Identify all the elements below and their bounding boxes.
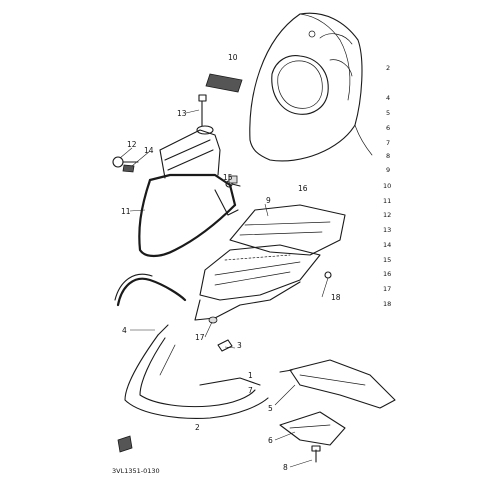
under-cover [194, 204, 346, 321]
callout-11: 11 [121, 207, 131, 216]
callout-9: 9 [266, 196, 271, 205]
callout-15: 15 [223, 173, 233, 182]
callouts: 10 13 12 14 15 16 11 9 18 4 17 3 1 7 5 2… [112, 53, 341, 475]
cap [228, 175, 238, 184]
callout-16: 16 [298, 184, 308, 193]
page-mark: 13 [383, 226, 391, 234]
page-mark: 6 [386, 124, 390, 132]
diagram-code: 3VL1351-0130 [112, 467, 160, 475]
callout-2: 2 [195, 423, 200, 432]
callout-5: 5 [268, 404, 273, 413]
callout-1: 1 [248, 371, 253, 380]
page-mark: 15 [383, 256, 391, 264]
bottom-cover [124, 324, 269, 419]
page-mark: 18 [383, 300, 391, 308]
page-mark: 8 [386, 152, 390, 160]
side-rail [114, 273, 187, 307]
page-mark: 14 [383, 241, 391, 249]
bolt [198, 94, 207, 127]
callout-3: 3 [237, 341, 242, 350]
page-mark: 4 [386, 94, 390, 102]
page-mark: 12 [383, 211, 391, 219]
callout-13: 13 [177, 109, 187, 118]
page-mark: 10 [383, 182, 391, 190]
callout-12: 12 [127, 140, 137, 149]
leader-lines [119, 109, 329, 468]
callout-14: 14 [144, 146, 154, 155]
collar [112, 156, 139, 173]
page-mark: 9 [386, 166, 390, 174]
callout-7: 7 [248, 386, 253, 395]
callout-6: 6 [268, 436, 273, 445]
emblem [205, 73, 243, 93]
fastener [208, 316, 218, 324]
page-mark: 16 [383, 270, 391, 278]
page-mark: 2 [386, 64, 390, 72]
callout-4: 4 [122, 326, 127, 335]
callout-10: 10 [228, 53, 238, 62]
clip [217, 339, 233, 352]
carrier-rack [138, 125, 239, 258]
page-mark: 7 [386, 139, 390, 147]
front-cover [249, 12, 373, 162]
page-edge-marks: 2 4 5 6 7 8 9 10 11 12 13 14 15 16 17 18 [383, 64, 391, 308]
callout-18: 18 [331, 293, 341, 302]
label-sticker [117, 435, 133, 453]
page-mark: 17 [383, 285, 391, 293]
callout-17: 17 [195, 333, 205, 342]
callout-8: 8 [283, 463, 288, 472]
page-mark: 5 [386, 109, 390, 117]
footrest-bracket [279, 359, 396, 463]
page-mark: 11 [383, 197, 391, 205]
